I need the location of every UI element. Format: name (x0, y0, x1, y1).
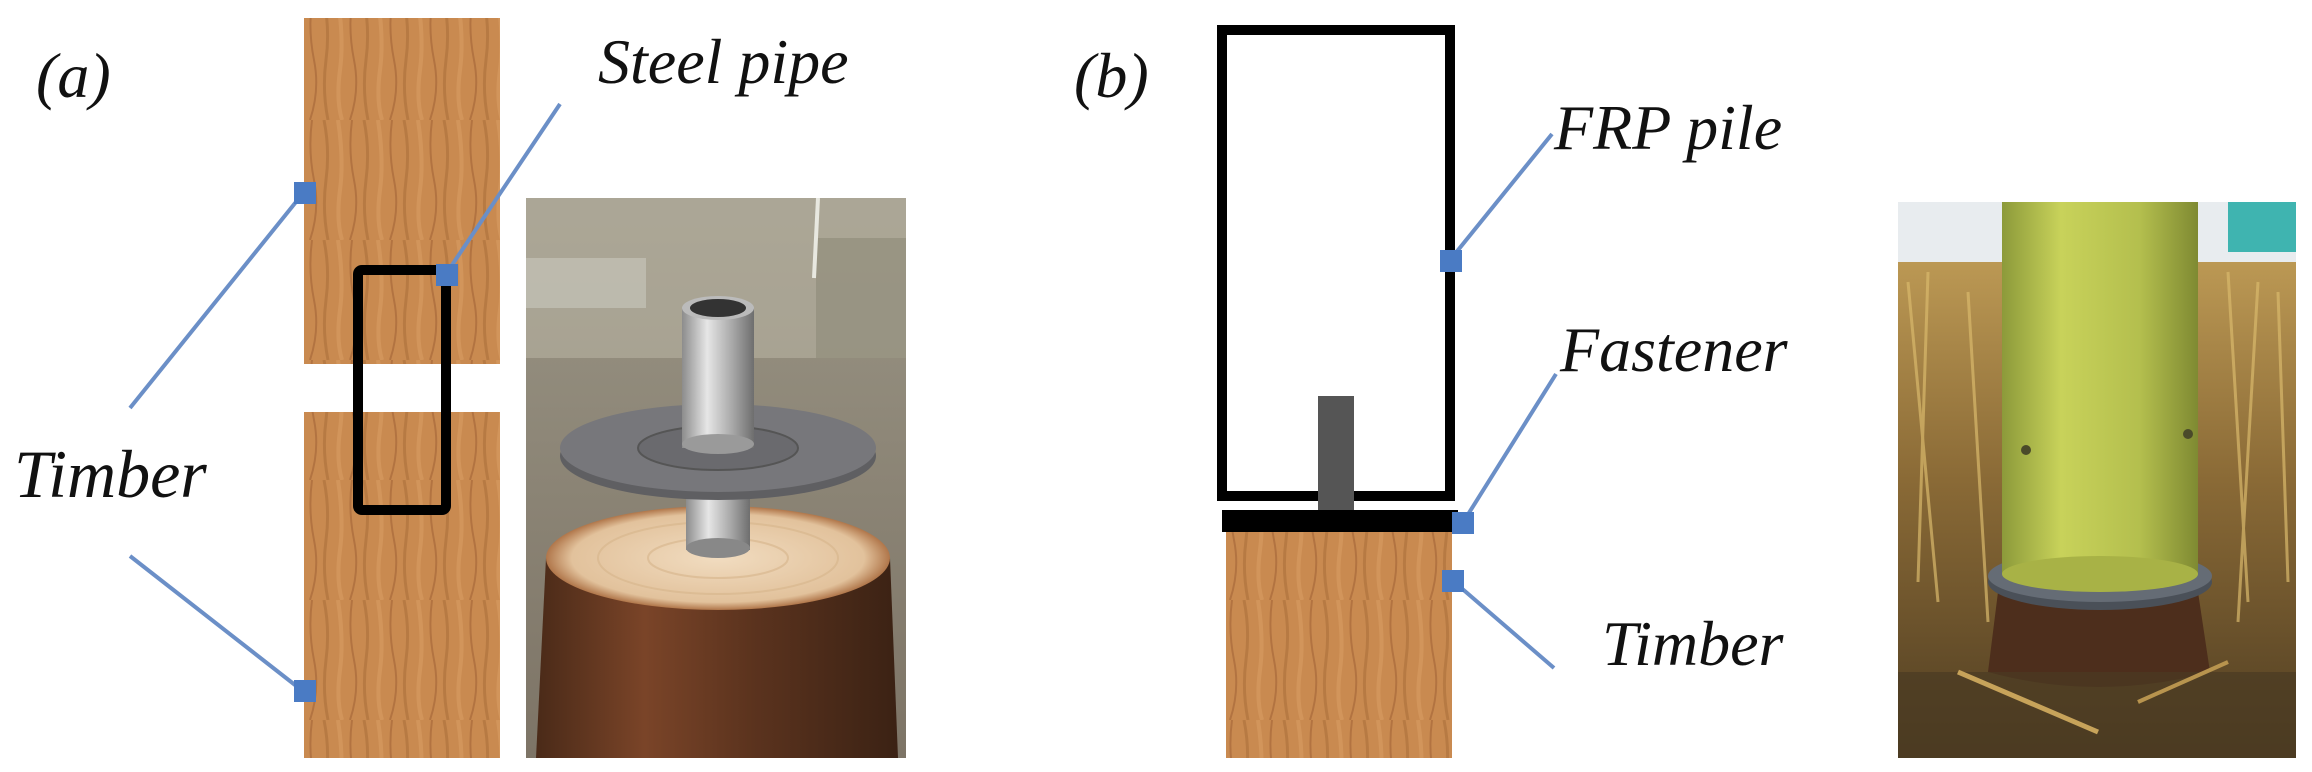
fastener-label: Fastener (1560, 314, 1788, 385)
frp-pile-leader (1448, 132, 1554, 262)
timber-marker-lower (294, 680, 316, 702)
timber-leader-b (1450, 578, 1556, 670)
timber-lower-block (304, 412, 500, 758)
fastener-bolt (1318, 396, 1354, 510)
frp-pile-label: FRP pile (1554, 92, 1783, 163)
fastener-plate (1222, 510, 1458, 532)
timber-block-b (1226, 532, 1452, 758)
steel-pipe-label: Steel pipe (598, 26, 849, 97)
timber-leader-lower (128, 554, 306, 694)
steel-pipe-photo (526, 198, 906, 758)
timber-label-a: Timber (14, 436, 207, 512)
timber-marker-b (1442, 570, 1464, 592)
timber-marker-upper (294, 182, 316, 204)
panel-a-tag: (a) (36, 40, 111, 111)
frp-pile-marker (1440, 250, 1462, 272)
steel-pipe-leader (444, 102, 562, 276)
frp-pile-photo (1898, 202, 2296, 758)
timber-label-b: Timber (1602, 608, 1784, 679)
steel-pipe-outline (353, 265, 451, 515)
timber-leader-upper (128, 190, 306, 410)
steel-pipe-marker (436, 264, 458, 286)
panel-b-tag: (b) (1074, 40, 1149, 111)
fastener-marker (1452, 512, 1474, 534)
fastener-leader (1460, 372, 1558, 526)
timber-upper-block (304, 18, 500, 364)
